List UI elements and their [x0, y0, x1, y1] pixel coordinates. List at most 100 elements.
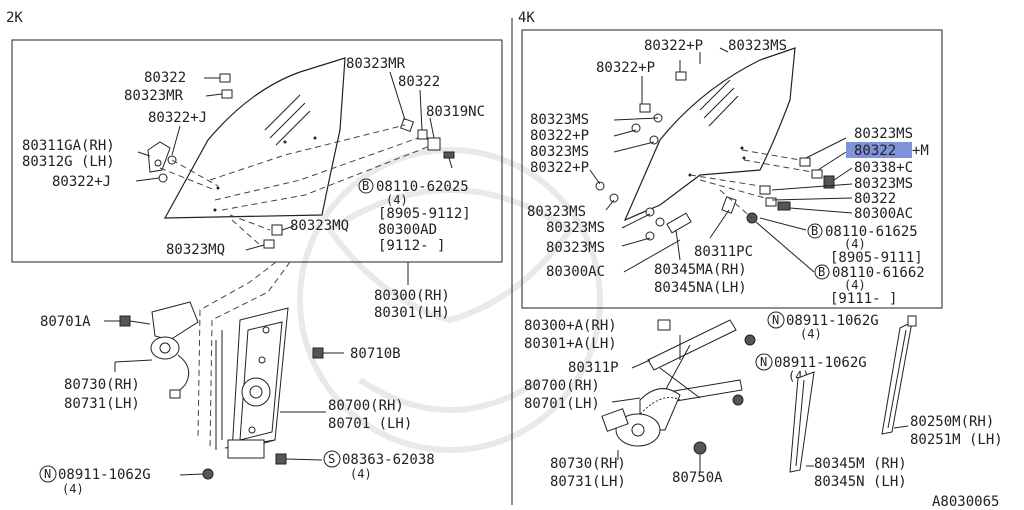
- nut-n-letter-r1: N: [772, 313, 779, 327]
- label-08911-1062g-r1: 08911-1062G: [786, 313, 879, 329]
- label-08110-61625: 08110-61625: [825, 224, 918, 240]
- right-channels: [789, 315, 917, 473]
- bolt-b-letter-r2: B: [818, 265, 825, 279]
- left-glass-box: [11, 39, 503, 263]
- left-door-glass: [163, 57, 346, 219]
- watermark: [297, 147, 603, 453]
- highlight-box: [846, 142, 912, 158]
- screw-s-letter: S: [328, 452, 335, 466]
- label-b2-date: [9111- ]: [830, 291, 897, 307]
- label-80300-rh: 80300(RH): [374, 288, 450, 304]
- label-80750a: 80750A: [672, 470, 723, 486]
- label-bolt-date: [8905-9112]: [378, 206, 471, 222]
- label-r-80700-rh: 80700(RH): [524, 378, 600, 394]
- label-r-80322-highlight[interactable]: 80322: [854, 143, 896, 159]
- nut-n-icon-r2: [755, 353, 773, 371]
- label-r-80323ms-r4: 80323MS: [854, 176, 913, 192]
- right-motor: [601, 408, 707, 472]
- nut-n-letter-r2: N: [760, 355, 767, 369]
- label-80301-lh: 80301(LH): [374, 305, 450, 321]
- right-leaders: [589, 47, 853, 273]
- label-80250m-rh: 80250M(RH): [910, 414, 994, 430]
- bolt-b-icon-r2: [814, 264, 830, 280]
- label-80731-lh: 80731(LH): [64, 396, 140, 412]
- figure-id: A8030065: [932, 494, 999, 510]
- label-r-80323ms-i: 80323MS: [546, 220, 605, 236]
- label-08110-61662: 08110-61662: [832, 265, 925, 281]
- label-r-80322p-c: 80322+P: [596, 60, 655, 76]
- left-dashes: [159, 124, 431, 246]
- label-80322j-top: 80322+J: [148, 110, 207, 126]
- label-80311ga: 80311GA(RH): [22, 138, 115, 154]
- right-small-parts: [595, 71, 835, 241]
- label-b1-qty: (4): [844, 237, 866, 251]
- label-80701-lh: 80701 (LH): [328, 416, 412, 432]
- label-bolt-qty: (4): [386, 193, 408, 207]
- left-leaders: [135, 71, 435, 251]
- label-80323mr: 80323MR: [124, 88, 184, 104]
- section-2k-title: 2K: [6, 10, 23, 26]
- section-4k-title: 4K: [518, 10, 535, 26]
- label-r-80322-r5: 80322: [854, 191, 896, 207]
- label-08911-1062g-left: 08911-1062G: [58, 467, 151, 483]
- right-window-regulator: [611, 319, 756, 431]
- label-nut1-qty: (4): [800, 327, 822, 341]
- label-r-80701-lh: 80701(LH): [524, 396, 600, 412]
- label-r-80323ms-b: 80323MS: [728, 38, 787, 54]
- label-r-80323ms-d: 80323MS: [530, 112, 589, 128]
- nut-n-letter-left: N: [44, 467, 51, 481]
- label-80319nc: 80319NC: [426, 104, 485, 120]
- label-80701a: 80701A: [40, 314, 91, 330]
- label-80345m-rh: 80345M (RH): [814, 456, 907, 472]
- label-80700-rh: 80700(RH): [328, 398, 404, 414]
- label-08363-62038: 08363-62038: [342, 452, 435, 468]
- label-80322j-bottom: 80322+J: [52, 174, 111, 190]
- bolt-b-icon-r1: [807, 223, 823, 239]
- screw-s-icon: [323, 450, 341, 468]
- label-r-80323ms-h: 80323MS: [527, 204, 586, 220]
- label-80323mr-right: 80323MR: [346, 56, 406, 72]
- label-r-80323ms-j: 80323MS: [546, 240, 605, 256]
- left-small-parts: [147, 73, 455, 249]
- left-lower-leaders: [104, 320, 344, 480]
- label-80710b: 80710B: [350, 346, 401, 362]
- label-nut-qty-left: (4): [62, 482, 84, 496]
- label-08911-1062g-r2: 08911-1062G: [774, 355, 867, 371]
- label-80322-right: 80322: [398, 74, 440, 90]
- label-b1-date: [8905-9111]: [830, 250, 923, 266]
- label-r-80731-lh: 80731(LH): [550, 474, 626, 490]
- left-window-regulator: [215, 307, 289, 459]
- label-80345n-lh: 80345N (LH): [814, 474, 907, 490]
- label-80322: 80322: [144, 70, 186, 86]
- label-80312g: 80312G (LH): [22, 154, 115, 170]
- right-glass-box: [521, 29, 943, 309]
- label-r-80323ms-r1: 80323MS: [854, 126, 913, 142]
- bolt-b-letter-r1: B: [811, 224, 818, 238]
- nut-n-icon-left: [39, 465, 57, 483]
- label-r-80322p-a: 80322+P: [644, 38, 703, 54]
- nut-n-icon-r1: [767, 311, 785, 329]
- label-r-80345ma: 80345MA(RH): [654, 262, 747, 278]
- label-screw-qty: (4): [350, 467, 372, 481]
- label-80300ad: 80300AD: [378, 222, 437, 238]
- label-80301a-lh: 80301+A(LH): [524, 336, 617, 352]
- right-dashes: [689, 149, 813, 219]
- label-r-80345na: 80345NA(LH): [654, 280, 747, 296]
- label-r-80323ms-f: 80323MS: [530, 144, 589, 160]
- label-r-80322p-g: 80322+P: [530, 160, 589, 176]
- left-motor: [119, 301, 199, 399]
- label-80730-rh: 80730(RH): [64, 377, 140, 393]
- label-r-80300ac-r6: 80300AC: [854, 206, 913, 222]
- label-80311p: 80311P: [568, 360, 619, 376]
- label-r-80322-suffix: +M: [912, 143, 929, 159]
- label-80323mq-bottom: 80323MQ: [166, 242, 225, 258]
- label-r-80311pc: 80311PC: [694, 244, 753, 260]
- right-door-glass: [623, 47, 796, 222]
- label-80251m-lh: 80251M (LH): [910, 432, 1003, 448]
- label-b2-qty: (4): [844, 278, 866, 292]
- label-80323mq-right: 80323MQ: [290, 218, 349, 234]
- label-bolt-08110-62025: 08110-62025: [376, 179, 469, 195]
- bolt-b-letter: B: [362, 179, 369, 193]
- left-lower-dashes: [197, 261, 291, 451]
